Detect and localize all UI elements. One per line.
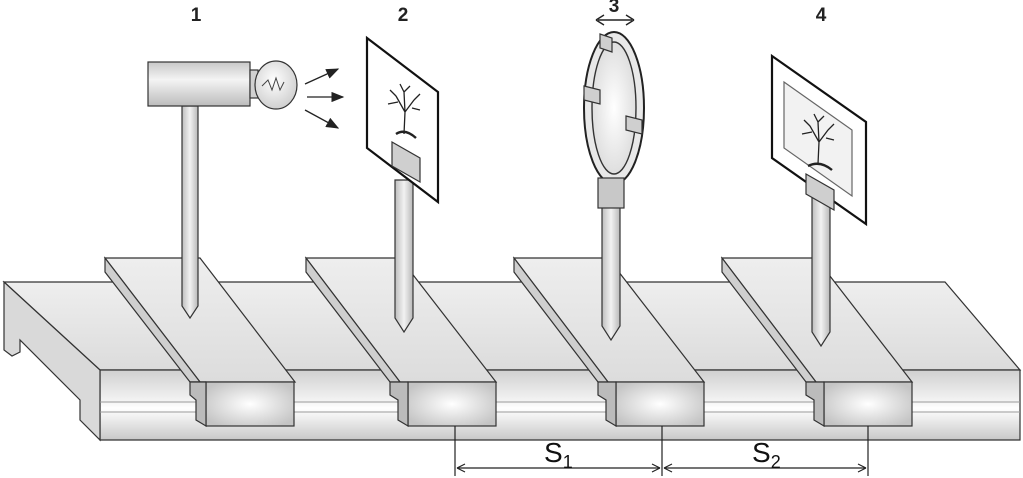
label-object: 2 <box>398 5 409 26</box>
tree-image-icon <box>801 113 835 171</box>
lamp <box>147 60 345 320</box>
tree-icon <box>387 83 421 139</box>
carriage-1 <box>103 256 297 428</box>
label-lamp: 1 <box>191 5 202 26</box>
label-s1: S1 <box>544 437 573 472</box>
object-slide <box>365 35 440 334</box>
label-s2: S2 <box>752 437 781 472</box>
label-lens: 3 <box>609 0 620 17</box>
distance-markers <box>454 426 869 476</box>
light-rays <box>304 68 345 129</box>
screen <box>770 53 868 348</box>
lamp-housing <box>147 61 251 107</box>
label-screen: 4 <box>816 5 827 26</box>
screen-rod <box>811 195 831 348</box>
lens-glass <box>591 41 637 175</box>
lens-rod <box>601 201 621 342</box>
lens-move-arrow <box>595 14 635 26</box>
bulb-icon <box>254 60 298 110</box>
lens <box>583 14 645 342</box>
object-rod <box>394 179 414 334</box>
object-frame <box>365 35 440 205</box>
lamp-rod <box>181 105 199 320</box>
